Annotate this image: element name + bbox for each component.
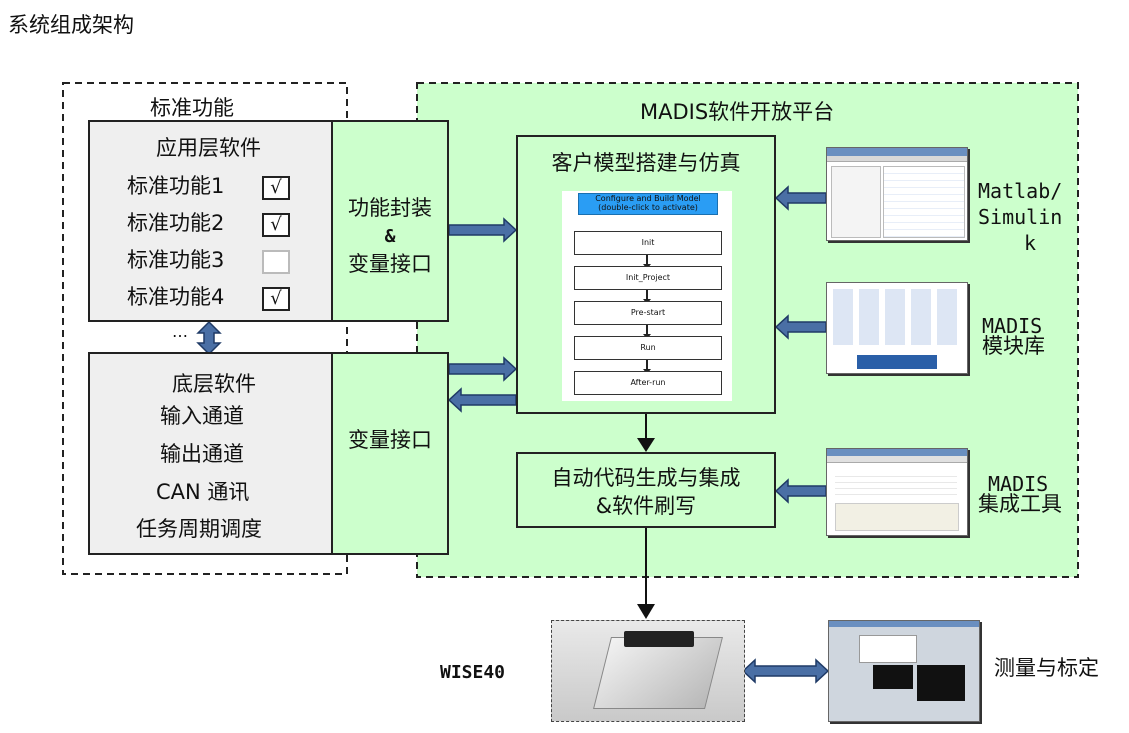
measurement-gauge xyxy=(859,635,917,663)
measurement-screenshot xyxy=(828,620,980,722)
library-to-model-arrow xyxy=(774,314,827,340)
flow-arrow-4 xyxy=(643,360,651,374)
model-box: 客户模型搭建与仿真 Configure and Build Model (dou… xyxy=(516,135,776,414)
matlab-to-model-arrow xyxy=(774,185,827,211)
flow-arrow-3 xyxy=(643,325,651,339)
page-title: 系统组成架构 xyxy=(8,13,134,37)
matlab-label-line3: k xyxy=(1024,231,1037,255)
hardware-label: WISE40 xyxy=(440,662,506,683)
measurement-label: 测量与标定 xyxy=(994,656,1099,680)
feature-3-label: 标准功能3 xyxy=(127,248,225,272)
flow-step-init: Init xyxy=(574,231,722,255)
madis-library-line1: MADIS xyxy=(982,314,1043,338)
interface-bottom-box: 变量接口 xyxy=(331,352,449,555)
integration-to-codegen-arrow xyxy=(774,478,827,504)
feature-1-label: 标准功能1 xyxy=(127,174,225,198)
app-software-title: 应用层软件 xyxy=(156,136,261,160)
matlab-screenshot xyxy=(826,147,968,241)
flow-arrow-1 xyxy=(643,255,651,269)
feature-4-checkbox[interactable]: √ xyxy=(262,287,290,311)
ecu-housing xyxy=(593,637,723,709)
base-item-output: 输出通道 xyxy=(160,442,244,466)
ecu-image xyxy=(551,620,745,722)
feature-2-checkbox[interactable]: √ xyxy=(262,213,290,237)
base-software-box: 底层软件 输入通道 输出通道 CAN 通讯 任务周期调度 xyxy=(88,352,333,555)
interface-top-line3: 变量接口 xyxy=(348,252,432,276)
integration-log xyxy=(835,503,959,531)
feature-2-label: 标准功能2 xyxy=(127,211,225,235)
configure-build-button[interactable]: Configure and Build Model (double-click … xyxy=(578,193,718,215)
standard-group-title: 标准功能 xyxy=(150,96,234,120)
madis-integration-line1: MADIS xyxy=(988,472,1049,496)
madis-integration-screenshot xyxy=(826,448,968,536)
madis-library-label: MADIS 模块库 xyxy=(982,316,1045,357)
feature-4-label: 标准功能4 xyxy=(127,285,225,309)
library-banner xyxy=(857,355,937,369)
measurement-display-1 xyxy=(873,665,913,689)
interface-top-line2: & xyxy=(384,226,396,247)
interface-bottom-label: 变量接口 xyxy=(348,428,432,452)
matlab-block-list xyxy=(883,166,965,238)
flow-step-after-run: After-run xyxy=(574,371,722,395)
model-box-title: 客户模型搭建与仿真 xyxy=(551,151,741,175)
flowchart-panel: Configure and Build Model (double-click … xyxy=(562,191,732,401)
base-item-scheduler: 任务周期调度 xyxy=(136,517,262,541)
flow-arrow-2 xyxy=(643,290,651,304)
measurement-display-2 xyxy=(917,665,965,701)
platform-title: MADIS软件开放平台 xyxy=(640,100,835,124)
matlab-label-line1: Matlab/ xyxy=(978,179,1063,203)
matlab-label-line2: Simulin xyxy=(978,205,1063,229)
feature-3-checkbox[interactable] xyxy=(262,250,290,274)
codegen-line1: 自动代码生成与集成 xyxy=(551,466,741,490)
codegen-to-hardware-arrow xyxy=(637,528,655,619)
model-to-interface-bottom-arrow xyxy=(447,387,517,413)
model-to-codegen-arrow xyxy=(637,413,655,452)
madis-library-screenshot xyxy=(826,282,968,374)
base-software-title: 底层软件 xyxy=(172,372,256,396)
flow-step-init-project: Init_Project xyxy=(574,266,722,290)
app-software-box: 应用层软件 标准功能1 √ 标准功能2 √ 标准功能3 标准功能4 √ xyxy=(88,120,333,322)
interface-top-line1: 功能封装 xyxy=(348,196,432,220)
interface-bottom-to-model-arrow xyxy=(448,356,518,382)
interface-top-to-model-arrow xyxy=(448,217,518,243)
madis-integration-line2: 集成工具 xyxy=(978,492,1062,516)
madis-integration-label: MADIS 集成工具 xyxy=(978,474,1062,515)
feature-1-checkbox[interactable]: √ xyxy=(262,176,290,200)
base-item-input: 输入通道 xyxy=(160,404,244,428)
codegen-line2: &软件刷写 xyxy=(595,494,697,518)
interface-top-box: 功能封装 & 变量接口 xyxy=(331,120,449,322)
ellipsis-marker: … xyxy=(172,322,188,341)
flow-step-pre-start: Pre-start xyxy=(574,301,722,325)
base-item-can: CAN 通讯 xyxy=(156,480,250,504)
flow-step-run: Run xyxy=(574,336,722,360)
codegen-box: 自动代码生成与集成 &软件刷写 xyxy=(516,452,776,528)
library-block-grid xyxy=(833,289,961,345)
integration-form xyxy=(835,471,957,497)
matlab-label: Matlab/ Simulin k xyxy=(978,178,1062,256)
madis-library-line2: 模块库 xyxy=(982,334,1045,358)
matlab-tree-panel xyxy=(831,166,881,238)
ecu-connector xyxy=(624,631,694,647)
hardware-measurement-arrow xyxy=(741,658,830,684)
